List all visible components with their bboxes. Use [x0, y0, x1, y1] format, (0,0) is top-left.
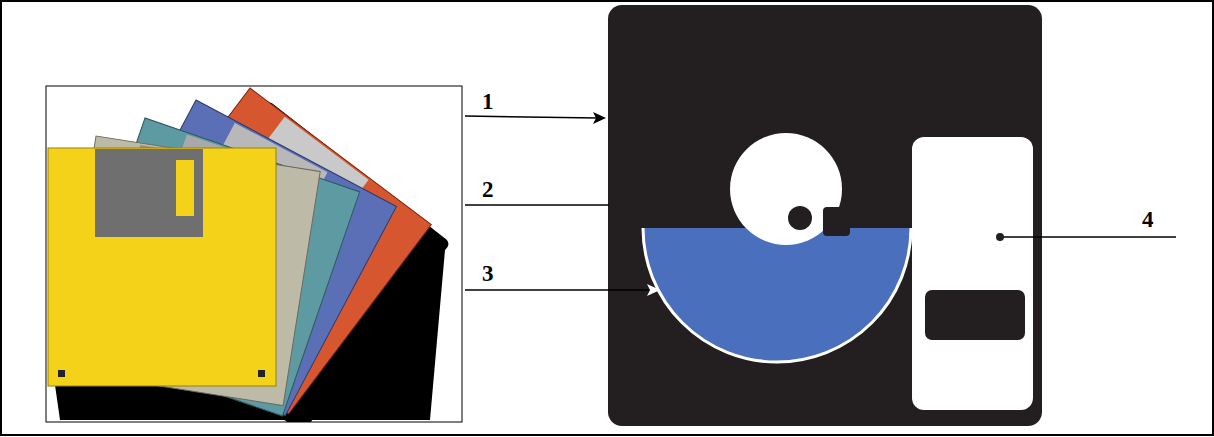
- leader-line: [465, 204, 609, 206]
- drive-hole: [823, 207, 850, 236]
- callout-number: 2: [482, 178, 494, 201]
- leader-line: [1000, 236, 1176, 238]
- disk-shutter: [95, 149, 203, 237]
- shutter-window: [176, 160, 194, 216]
- leader-line: [465, 116, 598, 118]
- write-protect-hole: [58, 370, 65, 377]
- photo-background: [46, 86, 462, 422]
- media-edge: [643, 228, 911, 362]
- leader-line: [465, 289, 652, 291]
- callout-number: 3: [482, 262, 494, 285]
- arrowhead: [647, 284, 660, 296]
- callout-number: 4: [1142, 208, 1154, 231]
- yellow-disk: [48, 148, 276, 386]
- metal-shutter: [912, 137, 1033, 410]
- leader-dot: [996, 233, 1004, 241]
- callout-number: 1: [482, 90, 494, 113]
- magnetic-media: [643, 228, 911, 362]
- arrowhead: [593, 112, 606, 124]
- disk-case: [608, 5, 1042, 426]
- shutter-opening: [925, 290, 1025, 340]
- floppy-photo: [46, 86, 462, 422]
- photo-frame: [46, 86, 462, 422]
- density-hole: [258, 370, 265, 377]
- disk-body: [48, 148, 276, 386]
- spindle-hole: [788, 206, 812, 230]
